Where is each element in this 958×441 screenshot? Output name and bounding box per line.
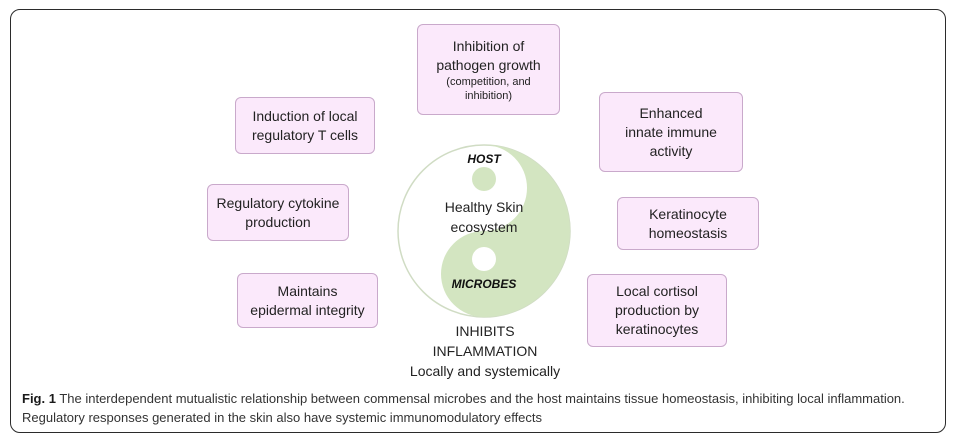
box-innate-immune: Enhanced innate immune activity	[599, 92, 743, 172]
center-line-2: ecosystem	[450, 219, 518, 235]
center-line-1: Healthy Skin	[444, 199, 524, 215]
microbe-dot	[472, 247, 496, 271]
box-epidermal-integrity: Maintains epidermal integrity	[237, 273, 378, 328]
yin-green-half	[441, 145, 570, 317]
box-local-cortisol: Local cortisol production by keratinocyt…	[587, 274, 727, 347]
box-regulatory-cytokine: Regulatory cytokine production	[207, 184, 349, 241]
box-pathogen-subtitle: (competition, and inhibition)	[446, 75, 531, 102]
figure-frame	[10, 9, 946, 433]
yin-yang-symbol	[397, 144, 571, 318]
figure-caption: Fig. 1 The interdependent mutualistic re…	[22, 389, 936, 427]
figure-label: Fig. 1	[22, 391, 56, 406]
box-treg-induction: Induction of local regulatory T cells	[235, 97, 375, 154]
host-dot	[472, 167, 496, 191]
caption-text: The interdependent mutualistic relations…	[22, 391, 905, 425]
inhibits-inflammation-text: INHIBITS INFLAMMATION Locally and system…	[409, 323, 561, 379]
microbes-label: MICROBES	[451, 277, 517, 291]
host-label: HOST	[467, 152, 501, 166]
box-keratinocyte-homeostasis: Keratinocyte homeostasis	[617, 197, 759, 250]
box-pathogen-inhibition: Inhibition of pathogen growth (competiti…	[417, 24, 560, 115]
box-pathogen-title: Inhibition of pathogen growth	[436, 37, 541, 73]
